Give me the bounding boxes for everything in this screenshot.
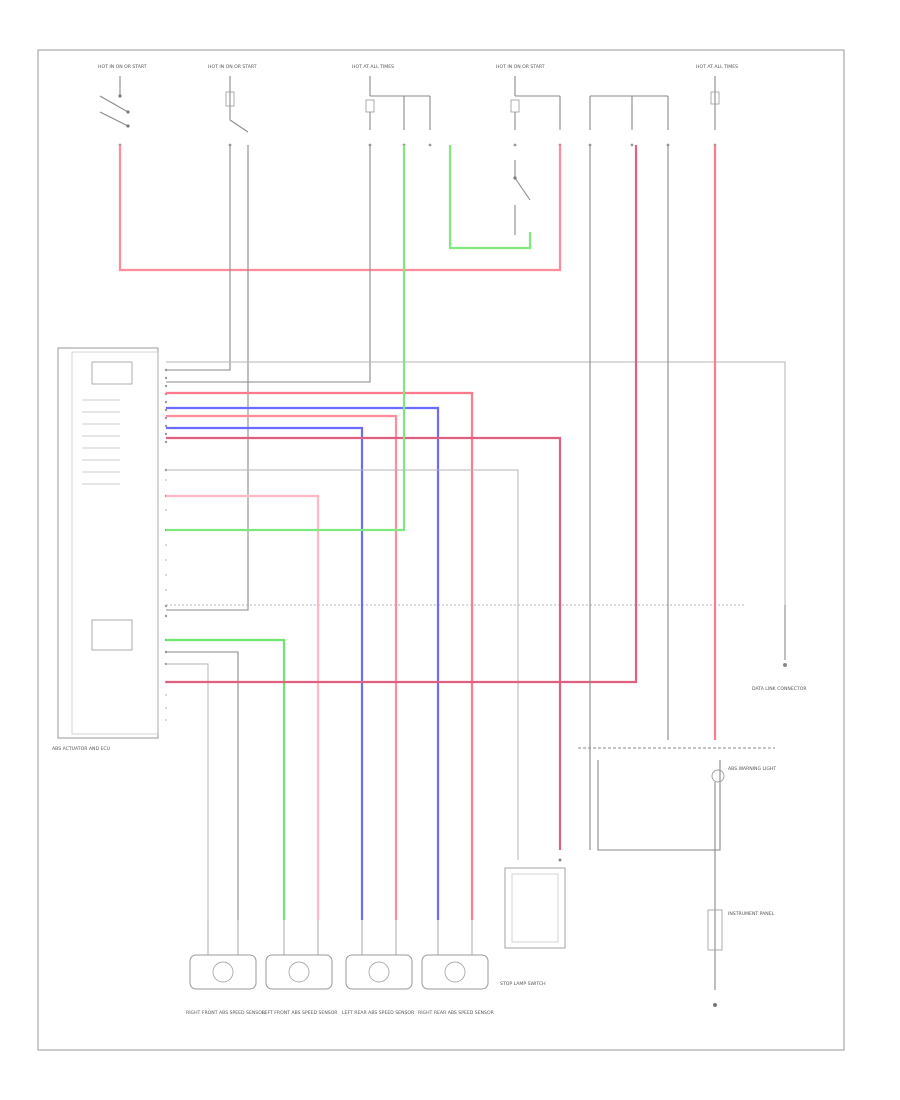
sensor-lr-label: LEFT REAR ABS SPEED SENSOR bbox=[342, 1010, 415, 1016]
wire-green-top bbox=[166, 145, 406, 532]
sensor-rr-label: RIGHT REAR ABS SPEED SENSOR bbox=[418, 1010, 495, 1016]
wire-black-2 bbox=[166, 145, 249, 611]
speed-sensor-rr: RIGHT REAR ABS SPEED SENSOR bbox=[418, 954, 495, 1016]
wire-green-stop bbox=[448, 145, 532, 250]
wire-black-1 bbox=[166, 145, 231, 371]
speed-sensor-rf: RIGHT FRONT ABS SPEED SENSOR bbox=[186, 954, 266, 1016]
wire-pink-lf bbox=[166, 494, 320, 920]
stop-lamp-label: STOP LAMP SWITCH bbox=[500, 981, 546, 987]
data-link-connector: DATA LINK CONNECTOR bbox=[752, 605, 807, 692]
dlc-label: DATA LINK CONNECTOR bbox=[752, 686, 807, 692]
wire-green-lf bbox=[166, 638, 286, 920]
wire-blue-lr bbox=[166, 426, 364, 920]
sensor-rf-label: RIGHT FRONT ABS SPEED SENSOR bbox=[186, 1010, 266, 1016]
abs-ecu: ABS ACTUATOR AND ECU bbox=[52, 347, 168, 752]
diagram-border bbox=[37, 49, 845, 1051]
wire-magenta-stop bbox=[166, 436, 562, 850]
fuse-label-4: HOT IN ON OR START bbox=[496, 64, 545, 70]
wire-black-3 bbox=[166, 145, 371, 383]
sensor-lf-label: LEFT FRONT ABS SPEED SENSOR bbox=[262, 1010, 338, 1016]
fuse-label-5: HOT AT ALL TIMES bbox=[696, 64, 738, 70]
speed-sensor-lf: LEFT FRONT ABS SPEED SENSOR bbox=[262, 954, 338, 1016]
wire-red-top-bus bbox=[118, 145, 562, 272]
wire-blue-rr bbox=[166, 406, 440, 920]
fuse-label-1: HOT IN ON OR START bbox=[98, 64, 147, 70]
stop-lamp-module: STOP LAMP SWITCH bbox=[500, 858, 566, 987]
wire-magenta-warn bbox=[166, 145, 638, 684]
fuse-label-2: HOT IN ON OR START bbox=[208, 64, 257, 70]
fuse-label-3: HOT AT ALL TIMES bbox=[352, 64, 394, 70]
instrument-panel: ABS WARNING LIGHT INSTRUMENT PANEL bbox=[578, 747, 776, 1007]
speed-sensor-lr: LEFT REAR ABS SPEED SENSOR bbox=[342, 954, 415, 1016]
wire-gray-dlc2 bbox=[166, 469, 519, 860]
wire-black-rf bbox=[166, 651, 239, 920]
wire-gray-rf bbox=[166, 663, 209, 920]
wire-gray-dlc bbox=[166, 361, 786, 605]
fuse-block-group bbox=[99, 76, 720, 235]
instrument-panel-label: INSTRUMENT PANEL bbox=[728, 911, 775, 917]
wire-red-lr bbox=[166, 414, 398, 920]
ecu-label: ABS ACTUATOR AND ECU bbox=[52, 746, 110, 752]
wire-red-rr bbox=[166, 391, 474, 920]
warning-light-label: ABS WARNING LIGHT bbox=[728, 766, 776, 772]
